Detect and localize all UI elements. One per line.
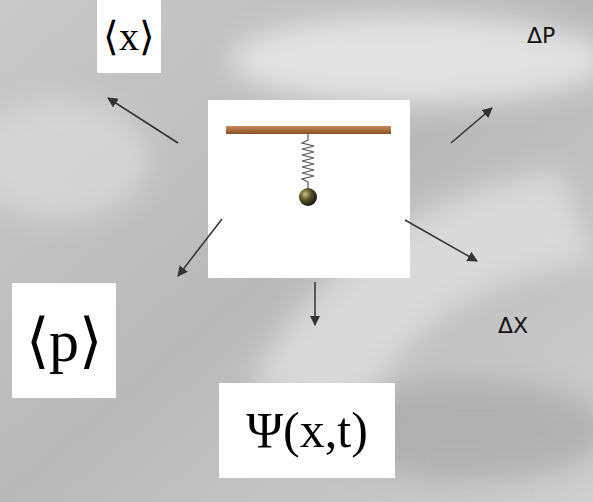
uncertainty-label: ΔP [527,24,555,48]
pointer-arrow [314,282,316,325]
formula-text: ⟨p⟩ [26,308,102,374]
uncertainty-label: ΔX [498,314,528,338]
mass-ball [299,188,317,206]
formula-box: ⟨x⟩ [97,0,161,73]
pointer-arrow [178,219,222,276]
pointer-arrow [451,108,492,143]
pointer-arrow [108,98,178,143]
formula-box: ⟨p⟩ [12,283,116,398]
formula-box: Ψ(x,t) [219,383,395,478]
pointer-arrows [108,98,492,325]
formula-text: ⟨x⟩ [103,15,155,59]
background-swirl [0,15,593,480]
spring [302,134,314,188]
formula-text: Ψ(x,t) [246,403,368,458]
pointer-arrow [405,220,477,261]
ceiling-bar [226,126,391,134]
illustration-panel [208,100,410,278]
